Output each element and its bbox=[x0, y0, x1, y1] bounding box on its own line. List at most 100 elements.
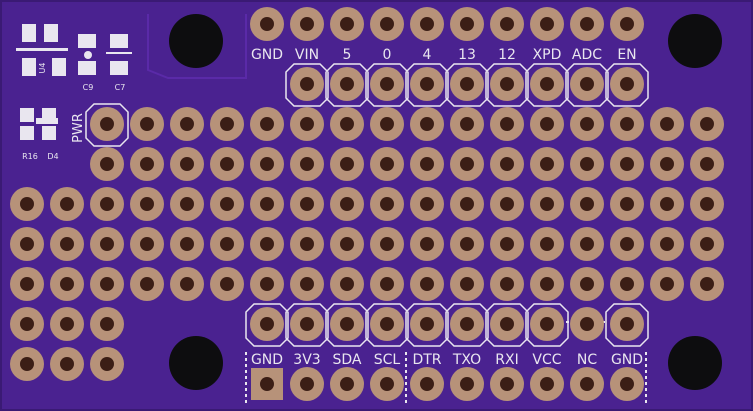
proto-pad bbox=[450, 147, 484, 181]
bottom-header-label-6: RXI bbox=[495, 352, 518, 368]
proto-pad bbox=[170, 227, 204, 261]
top-header-label-7: XPD bbox=[533, 47, 562, 63]
proto-pad bbox=[330, 107, 364, 141]
top-header-pad-row2 bbox=[370, 67, 404, 101]
top-header-pad bbox=[330, 7, 364, 41]
proto-pad bbox=[370, 267, 404, 301]
top-header-pad-row2 bbox=[530, 67, 564, 101]
proto-pad bbox=[250, 227, 284, 261]
proto-pad bbox=[250, 187, 284, 221]
proto-pad bbox=[330, 267, 364, 301]
proto-pad bbox=[490, 107, 524, 141]
proto-pad bbox=[90, 227, 124, 261]
proto-pad bbox=[530, 227, 564, 261]
bottom-header-pad bbox=[450, 307, 484, 341]
proto-pad bbox=[650, 147, 684, 181]
proto-pad bbox=[130, 187, 164, 221]
proto-pad bbox=[10, 187, 44, 221]
mounting-hole-bottom-right bbox=[668, 336, 722, 390]
bottom-header-label-8: NC bbox=[577, 352, 597, 368]
proto-pad bbox=[90, 147, 124, 181]
top-header-pad-row2 bbox=[290, 67, 324, 101]
through-hole-pads bbox=[10, 7, 724, 401]
bottom-header-label-1: 3V3 bbox=[293, 352, 320, 368]
u4-chip: U4 bbox=[16, 24, 68, 76]
proto-pad bbox=[370, 107, 404, 141]
proto-pad bbox=[290, 227, 324, 261]
bottom-header-pad bbox=[250, 307, 284, 341]
proto-pad bbox=[410, 147, 444, 181]
proto-pad bbox=[690, 107, 724, 141]
proto-pad bbox=[690, 267, 724, 301]
bottom-header-pad-row2 bbox=[490, 367, 524, 401]
proto-pad bbox=[50, 307, 84, 341]
proto-pad bbox=[570, 147, 604, 181]
bottom-header-pad-row2 bbox=[370, 367, 404, 401]
proto-pad bbox=[530, 107, 564, 141]
bottom-header-label-7: VCC bbox=[532, 352, 561, 368]
bottom-header-pad bbox=[290, 307, 324, 341]
bottom-header-pad bbox=[610, 307, 644, 341]
proto-pad bbox=[170, 267, 204, 301]
proto-pad bbox=[170, 107, 204, 141]
proto-pad bbox=[210, 187, 244, 221]
proto-pad bbox=[50, 187, 84, 221]
top-header-pad-row2 bbox=[490, 67, 524, 101]
proto-pad bbox=[50, 347, 84, 381]
proto-pad bbox=[490, 147, 524, 181]
proto-pad bbox=[530, 267, 564, 301]
top-header-label-0: GND bbox=[251, 47, 283, 63]
top-header-label-6: 12 bbox=[498, 47, 516, 63]
proto-pad bbox=[410, 267, 444, 301]
bottom-header-pad bbox=[530, 307, 564, 341]
c9-capacitor: C9 bbox=[78, 34, 96, 92]
proto-pad bbox=[410, 187, 444, 221]
proto-pad bbox=[90, 187, 124, 221]
proto-pad bbox=[130, 267, 164, 301]
top-header-label-1: VIN bbox=[295, 47, 319, 63]
top-header-outline bbox=[285, 63, 649, 107]
proto-pad bbox=[610, 107, 644, 141]
top-header-label-5: 13 bbox=[458, 47, 476, 63]
bottom-header-label-4: DTR bbox=[412, 352, 441, 368]
bottom-header-pad-row2 bbox=[251, 368, 283, 400]
bottom-header-pad-row2 bbox=[570, 367, 604, 401]
proto-pad bbox=[90, 107, 124, 141]
proto-pad bbox=[570, 227, 604, 261]
proto-pad bbox=[370, 147, 404, 181]
proto-pad bbox=[410, 227, 444, 261]
proto-pad bbox=[490, 187, 524, 221]
top-header-pad-row2 bbox=[450, 67, 484, 101]
pwr-label: PWR bbox=[71, 113, 86, 143]
top-header-label-4: 4 bbox=[423, 47, 432, 63]
proto-pad bbox=[450, 227, 484, 261]
bottom-header-pad bbox=[330, 307, 364, 341]
proto-pad bbox=[370, 227, 404, 261]
bottom-header-outline bbox=[245, 303, 649, 347]
bottom-header-label-3: SCL bbox=[374, 352, 401, 368]
proto-pad bbox=[170, 147, 204, 181]
proto-pad bbox=[690, 227, 724, 261]
top-header-pad bbox=[490, 7, 524, 41]
proto-pad bbox=[610, 267, 644, 301]
top-header-pad bbox=[410, 7, 444, 41]
proto-pad bbox=[290, 187, 324, 221]
proto-pad bbox=[450, 267, 484, 301]
top-header-pad bbox=[570, 7, 604, 41]
proto-pad bbox=[90, 267, 124, 301]
top-header-label-9: EN bbox=[617, 47, 636, 63]
proto-pad bbox=[10, 347, 44, 381]
proto-pad bbox=[650, 267, 684, 301]
bottom-header-pad bbox=[490, 307, 524, 341]
proto-pad bbox=[330, 227, 364, 261]
pwr-pad-outline bbox=[85, 103, 129, 147]
proto-pad bbox=[690, 147, 724, 181]
proto-pad bbox=[250, 267, 284, 301]
top-header-pad bbox=[610, 7, 644, 41]
bottom-header-label-2: SDA bbox=[333, 352, 362, 368]
bottom-header-pad bbox=[570, 307, 604, 341]
proto-pad bbox=[130, 227, 164, 261]
